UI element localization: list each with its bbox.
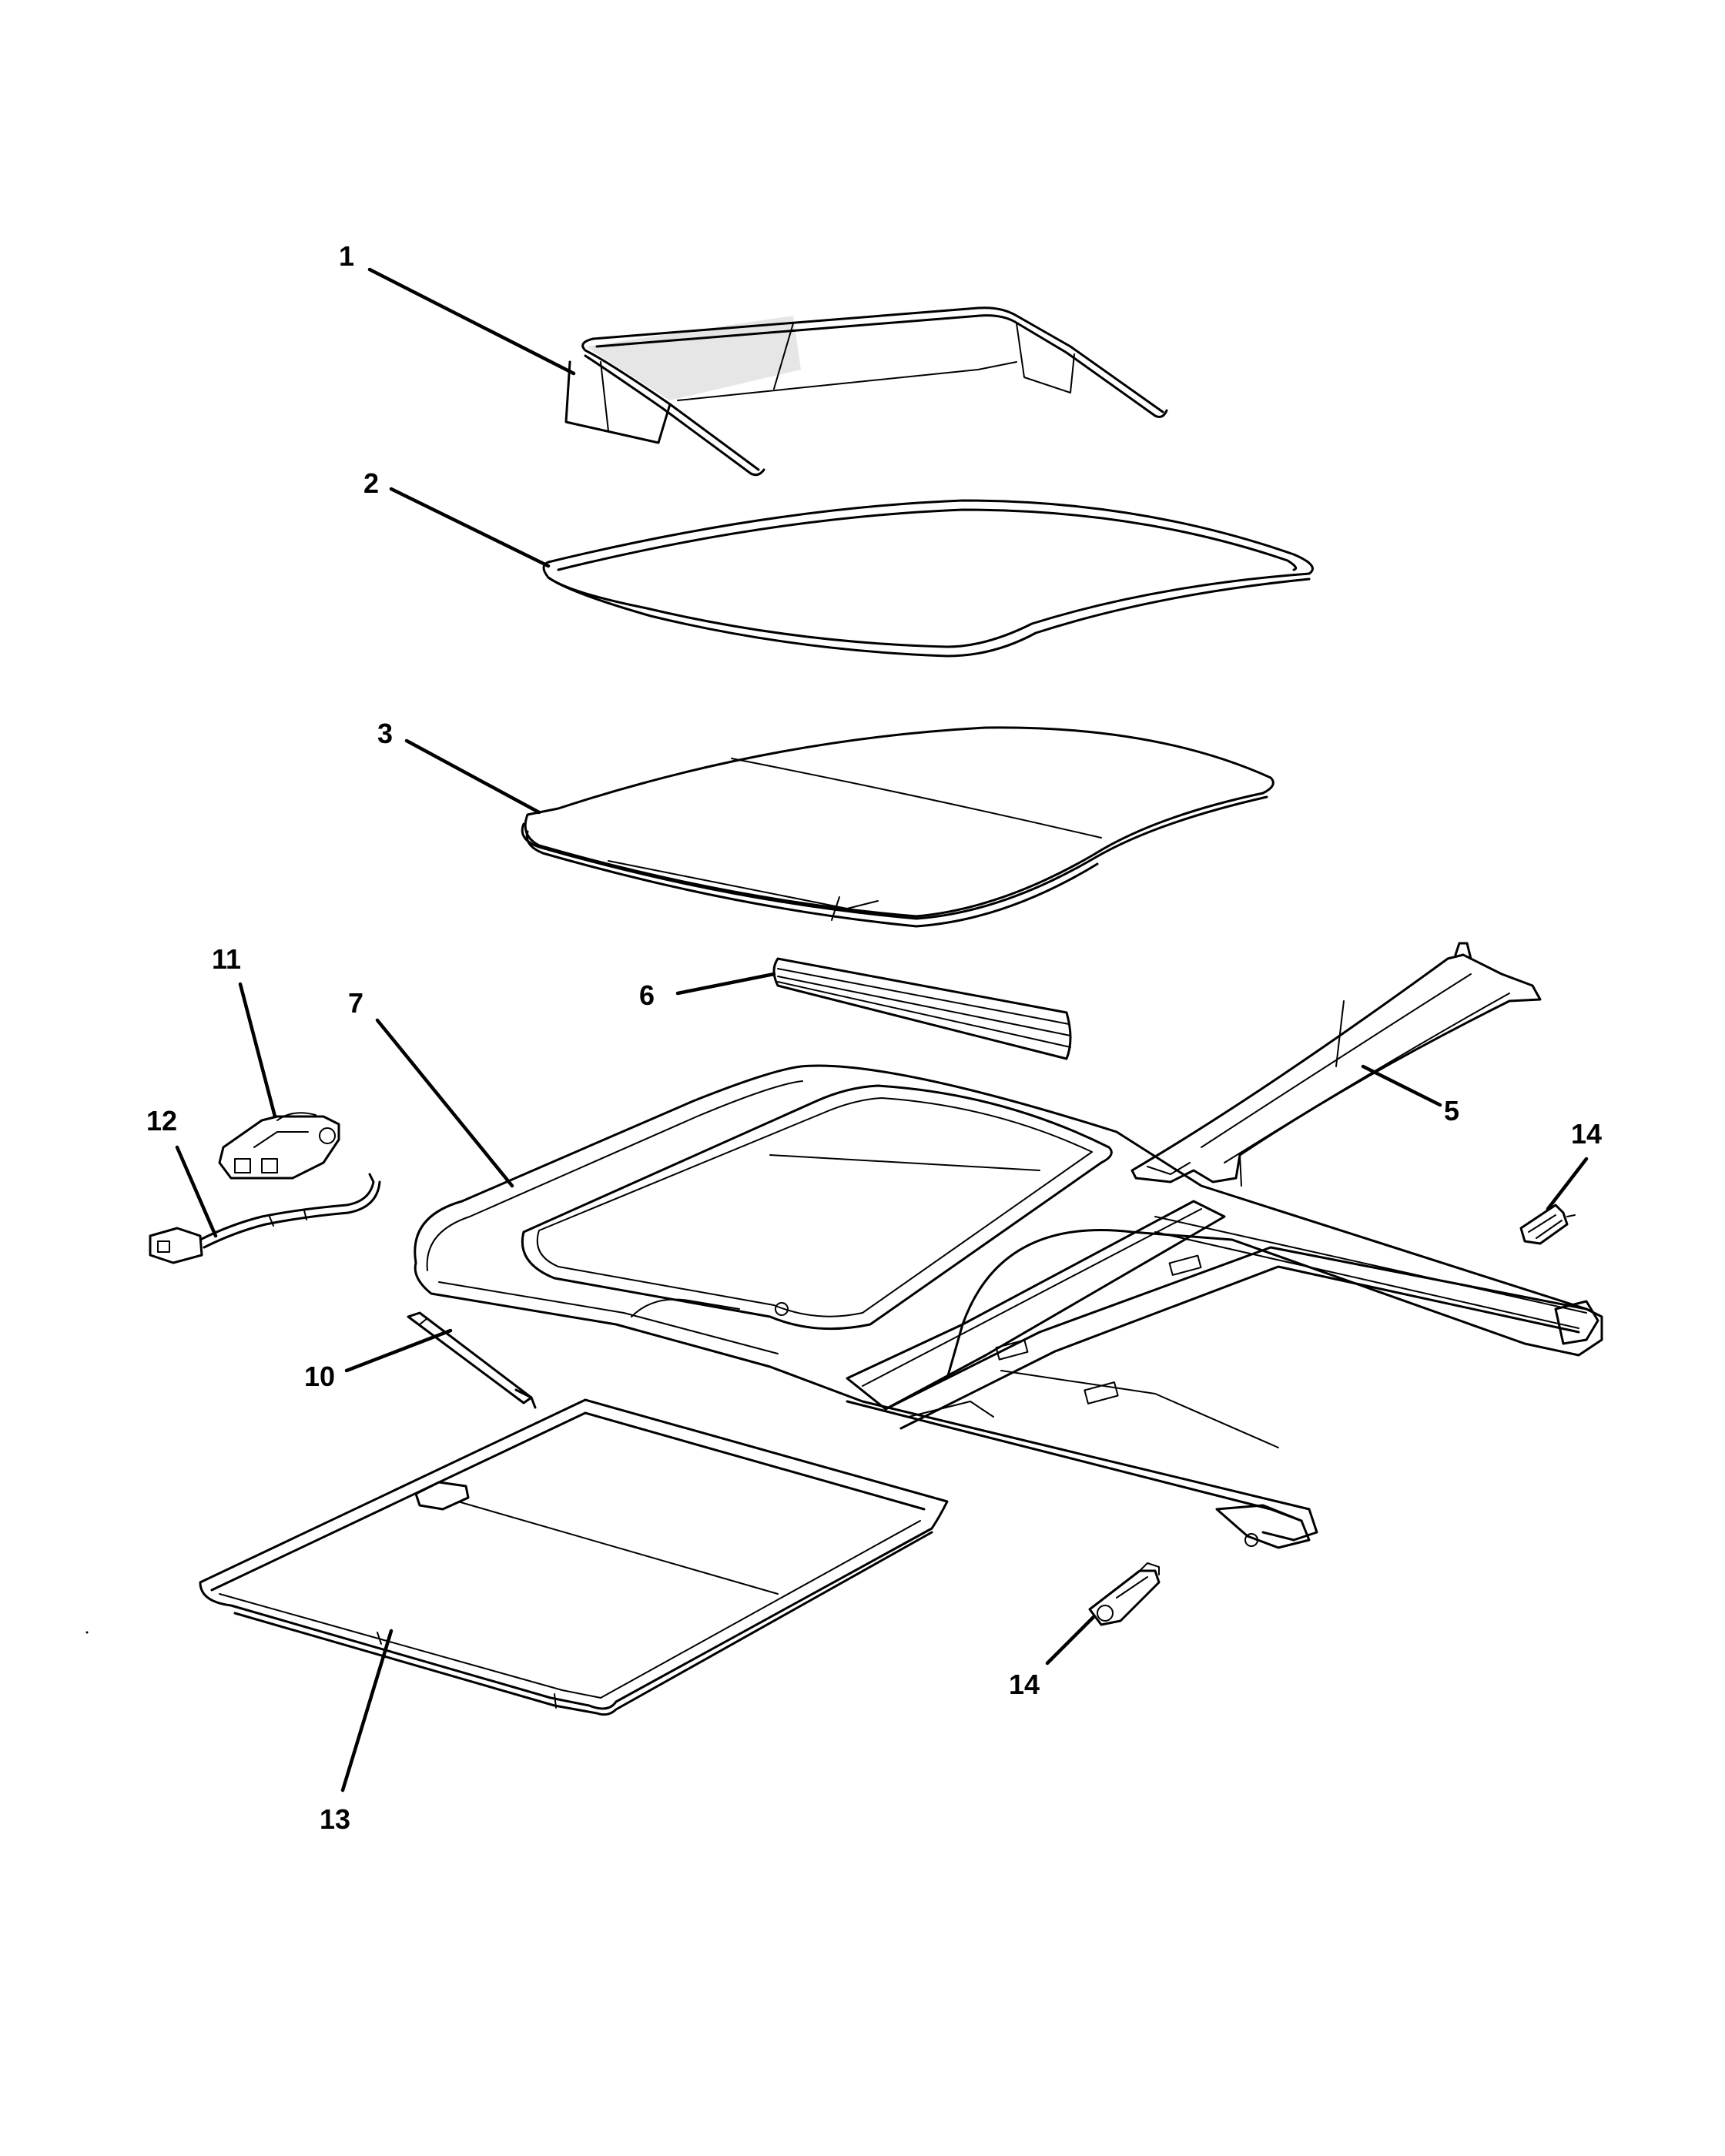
callout-7: 7 — [348, 987, 363, 1019]
part-10-cable[interactable] — [407, 1311, 537, 1409]
leader-14a — [1546, 1157, 1589, 1211]
callout-5: 5 — [1444, 1095, 1459, 1127]
callout-6: 6 — [639, 979, 655, 1011]
leader-10 — [344, 1328, 453, 1373]
leader-1 — [367, 267, 576, 376]
part-2-glass-seal[interactable] — [542, 499, 1314, 658]
callout-1: 1 — [339, 240, 354, 272]
leader-3 — [404, 738, 541, 815]
callout-2: 2 — [363, 467, 379, 499]
callout-14-lower: 14 — [1009, 1669, 1040, 1700]
callout-3: 3 — [377, 718, 393, 749]
leader-14b — [1045, 1615, 1096, 1666]
part-5-front-crossbar[interactable] — [1130, 942, 1542, 1187]
callout-11: 11 — [212, 943, 241, 975]
stray-dot — [85, 1631, 89, 1634]
part-14-guide-shoe-right[interactable] — [1519, 1204, 1576, 1245]
part-3-glass-panel[interactable] — [521, 726, 1274, 928]
callout-10: 10 — [304, 1361, 335, 1392]
part-12-wire-harness[interactable] — [149, 1173, 381, 1264]
part-1-wind-deflector[interactable] — [564, 306, 1168, 477]
part-6-seal-strip[interactable] — [772, 957, 1072, 1060]
callout-13: 13 — [320, 1803, 350, 1835]
leader-7 — [375, 1018, 514, 1188]
leader-6 — [675, 972, 776, 996]
leader-12 — [175, 1145, 218, 1238]
leader-13 — [340, 1629, 394, 1793]
callout-numbers: 1 2 3 5 6 7 10 11 12 13 14 14 — [146, 240, 1602, 1835]
part-11-motor[interactable] — [218, 1112, 340, 1180]
callout-14-right: 14 — [1571, 1118, 1602, 1150]
callout-12: 12 — [146, 1105, 177, 1137]
leader-lines — [175, 267, 1589, 1793]
leader-11 — [238, 982, 277, 1119]
part-7-sunroof-frame[interactable] — [414, 1064, 1603, 1549]
part-13-sunshade[interactable] — [199, 1398, 949, 1716]
part-14-guide-shoe-lower[interactable] — [1088, 1562, 1161, 1626]
leader-2 — [389, 487, 551, 568]
leader-5 — [1361, 1064, 1442, 1107]
